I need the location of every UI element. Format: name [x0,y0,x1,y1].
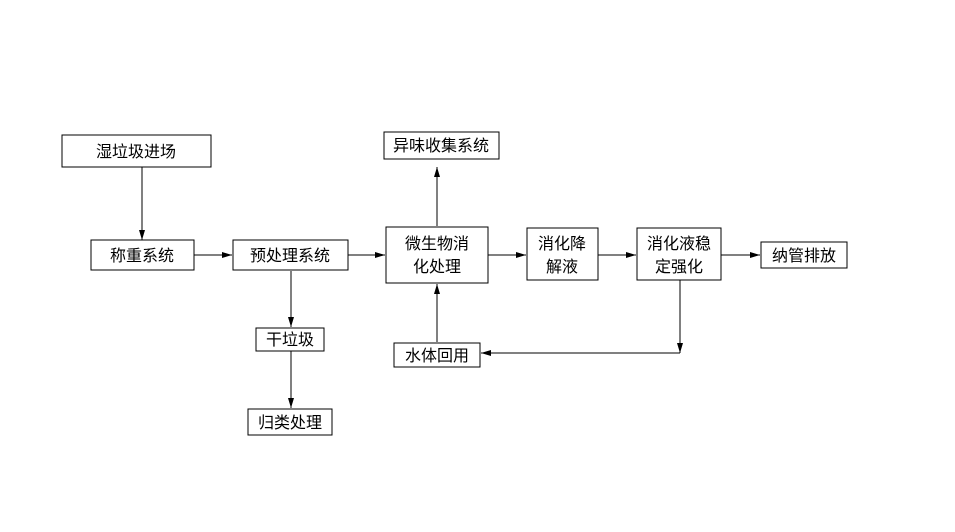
node-weighing-system: 称重系统 [90,239,195,271]
node-label: 归类处理 [258,413,322,432]
node-label-line1: 消化降 [538,234,586,253]
node-microbial-digestion: 微生物消 化处理 [385,226,489,284]
node-label-line1: 微生物消 [405,234,469,253]
node-label-line2: 解液 [546,257,578,276]
node-label-line2: 化处理 [413,257,461,276]
node-label: 异味收集系统 [393,136,489,155]
node-classified-treatment: 归类处理 [247,408,333,436]
node-dry-waste: 干垃圾 [255,327,325,352]
node-label: 水体回用 [405,346,469,365]
node-digestate-degradation: 消化降 解液 [526,227,599,281]
node-label: 纳管排放 [772,246,836,265]
node-wet-waste-intake: 湿垃圾进场 [61,134,212,168]
node-digestate-stabilization: 消化液稳 定强化 [636,227,722,281]
node-odor-collection-system: 异味收集系统 [383,131,500,160]
node-sewer-discharge: 纳管排放 [760,241,848,269]
node-label: 预处理系统 [250,246,330,265]
node-label: 湿垃圾进场 [96,142,176,161]
node-label: 干垃圾 [266,330,314,349]
node-label-line2: 定强化 [655,257,703,276]
node-label-line1: 消化液稳 [647,234,711,253]
node-label: 称重系统 [110,246,174,265]
node-pretreatment-system: 预处理系统 [232,239,349,271]
node-water-reuse: 水体回用 [393,342,481,368]
